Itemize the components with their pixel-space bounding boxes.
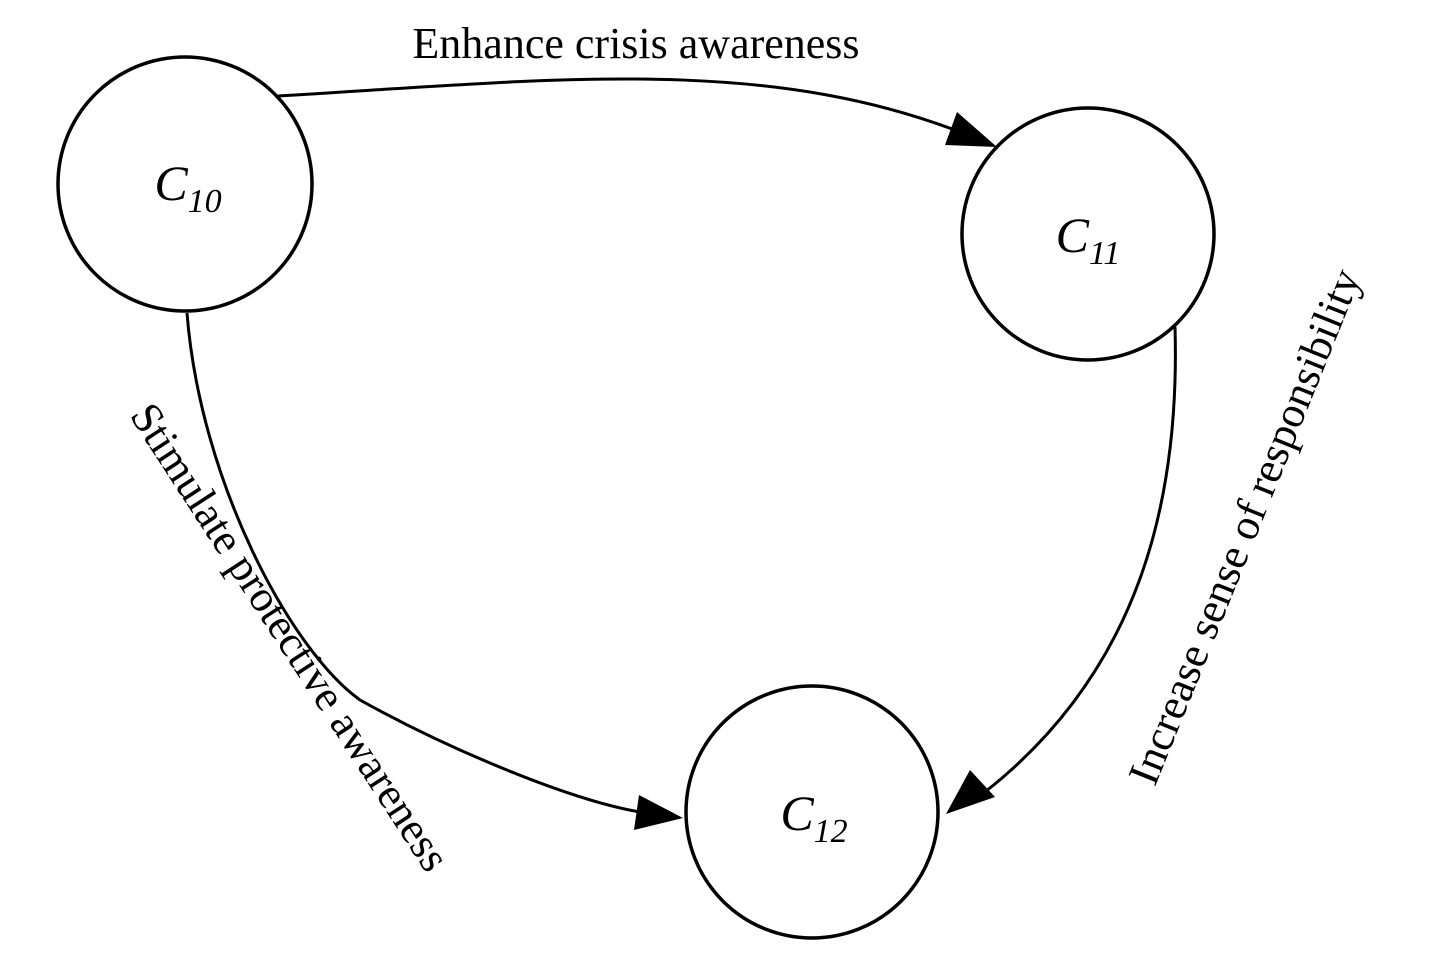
node-c11-label: C11 bbox=[1056, 207, 1121, 272]
edge-c10-c12-label: Stimulate protective awareness bbox=[121, 394, 460, 880]
edge-c10-c11-label: Enhance crisis awareness bbox=[412, 19, 859, 68]
node-c12-label: C12 bbox=[780, 785, 847, 850]
edge-c10-c11-line bbox=[277, 77, 961, 134]
edge-c10-c11: Enhance crisis awareness bbox=[277, 19, 997, 147]
node-c12[interactable]: C12 bbox=[684, 684, 940, 940]
node-c12-circle bbox=[684, 684, 940, 940]
node-c11[interactable]: C11 bbox=[960, 106, 1216, 362]
edge-c11-c12-arrowhead bbox=[946, 770, 995, 814]
edge-c10-c11-arrowhead bbox=[945, 112, 997, 147]
edge-c10-c12-line bbox=[185, 312, 641, 814]
node-c11-circle bbox=[960, 106, 1216, 362]
node-c10-circle bbox=[56, 55, 314, 313]
node-c10-label: C10 bbox=[154, 155, 221, 220]
edge-c11-c12-line bbox=[984, 326, 1177, 794]
node-c10[interactable]: C10 bbox=[56, 55, 314, 313]
edge-c11-c12: Increase sense of responsibility bbox=[946, 262, 1370, 814]
edge-c10-c12-arrowhead bbox=[634, 795, 683, 830]
edge-c10-c12: Stimulate protective awareness bbox=[121, 312, 683, 880]
